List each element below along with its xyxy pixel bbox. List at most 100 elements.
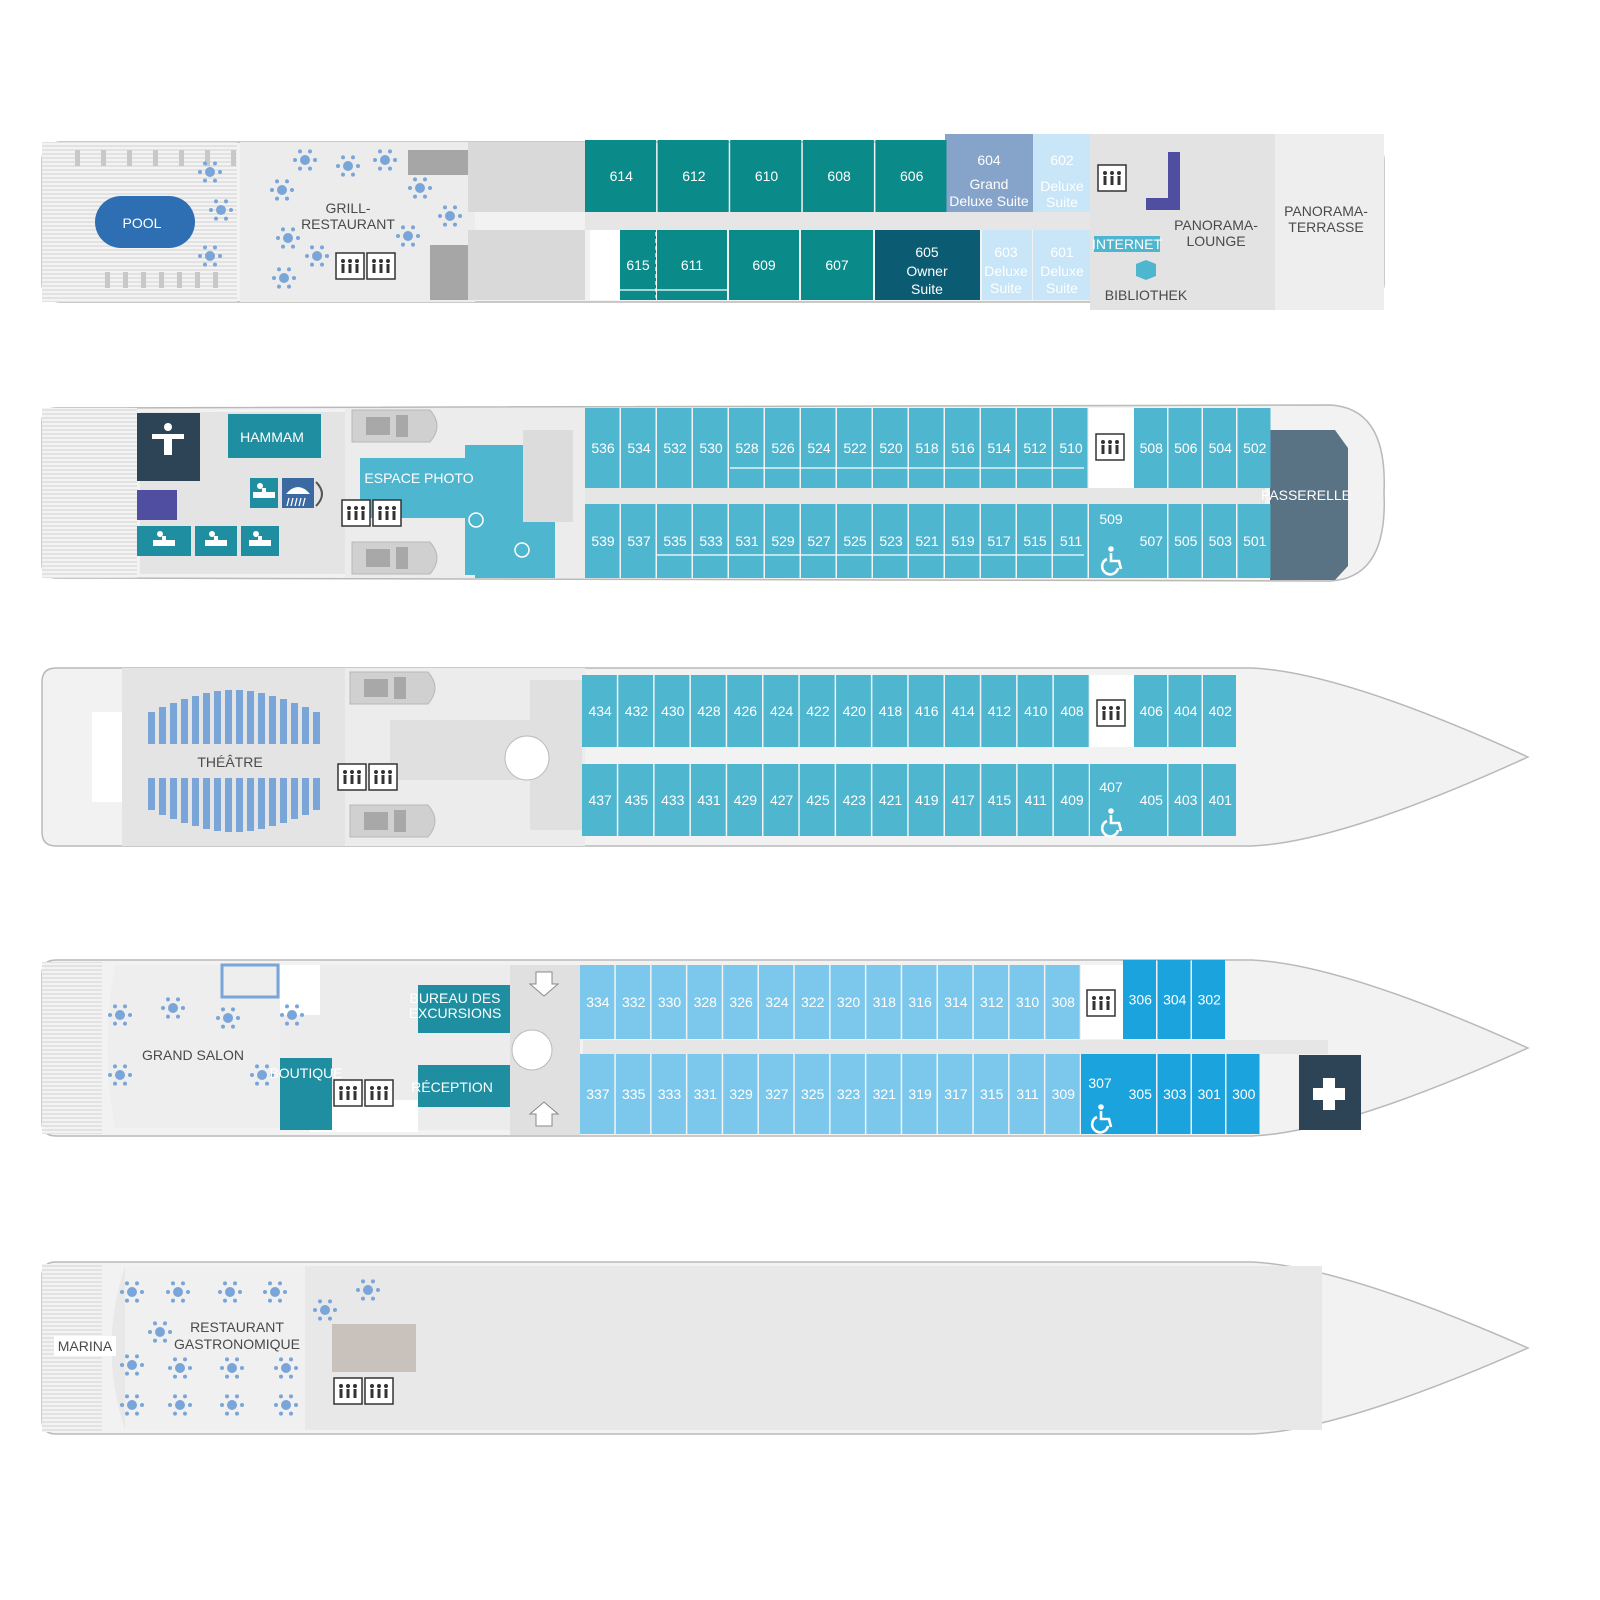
cabin-deck3 [580, 965, 615, 1039]
theatre-seat-row [269, 778, 276, 826]
cabin-deck6 [657, 140, 729, 212]
cabin-number: 318 [873, 994, 897, 1010]
table-chair [161, 1006, 165, 1010]
wheelchair-head [1108, 808, 1114, 814]
lifeboat-cabin [394, 677, 406, 699]
dining-table-icon [336, 155, 360, 177]
stairs-arrow-icon [528, 971, 560, 997]
wheelchair-head [1098, 1104, 1104, 1110]
elevator-person [346, 1389, 350, 1398]
sun-lounger [101, 150, 106, 166]
table-chair [270, 188, 274, 192]
sun-lounger [141, 272, 146, 288]
cabin-deck4 [981, 764, 1017, 836]
dining-table-icon [216, 1007, 240, 1029]
cabin-number: 534 [627, 440, 651, 456]
cabin-number: 414 [951, 703, 975, 719]
elevator-person [385, 506, 389, 510]
table-chair [123, 1064, 127, 1069]
table-chair [287, 267, 291, 272]
cabin-deck4 [1168, 764, 1202, 836]
elevator-person [1099, 996, 1103, 1000]
theatre-seat-row [192, 696, 199, 744]
suite-604-number: 604 [977, 152, 1001, 168]
table-chair [229, 208, 233, 212]
table-chair [289, 1374, 293, 1379]
elevator-person [348, 259, 352, 263]
elevator-person [1106, 996, 1110, 1000]
cabin-number: 405 [1140, 792, 1164, 808]
cabin-number: 528 [735, 440, 759, 456]
cabin-number: 426 [734, 703, 758, 719]
table-chair [235, 1394, 239, 1399]
deck4-atrium [504, 735, 550, 781]
table-chair [289, 1394, 293, 1399]
deck3-atrium [511, 1029, 553, 1071]
table-chair [225, 1357, 229, 1362]
table-chair [423, 177, 427, 182]
elevator-person [339, 1086, 343, 1090]
spa-head [257, 483, 263, 489]
suite-603-number: 603 [994, 244, 1018, 260]
theatre-seat-row [159, 778, 166, 815]
elevator-person [339, 1091, 343, 1100]
cabin-number: 312 [980, 994, 1004, 1010]
theatre-seat-row [313, 712, 320, 744]
table-top [343, 161, 353, 171]
theatre-seat-row [148, 712, 155, 744]
elevator-person [353, 1086, 357, 1090]
cabin-number: 323 [837, 1086, 861, 1102]
cabin-deck5 [1134, 408, 1167, 488]
table-chair [198, 170, 202, 174]
cabin-number: 407 [1099, 779, 1123, 795]
cabin-number: 510 [1059, 440, 1083, 456]
table-chair [265, 1064, 269, 1069]
theatre-seat-row [258, 693, 265, 744]
cabin-deck4 [1168, 675, 1202, 747]
shower-icon [286, 487, 310, 507]
cabin-number: 607 [825, 257, 849, 273]
table-chair [125, 1411, 129, 1416]
suite-602-name: Deluxe [1040, 178, 1084, 194]
table-chair [135, 1354, 139, 1359]
cabin-number: 331 [694, 1086, 718, 1102]
table-chair [123, 1081, 127, 1086]
lifeboat-icon [351, 409, 438, 443]
cabin-deck4 [618, 764, 654, 836]
cabin-deck3 [723, 965, 758, 1039]
cabin-deck5 [1168, 504, 1202, 578]
deck3-corridor [583, 1040, 1328, 1054]
wheelchair-icon [1100, 546, 1123, 576]
spa-table [249, 540, 271, 546]
cabin-number: 334 [586, 994, 610, 1010]
suite-605-name: Suite [911, 281, 943, 297]
cabin-deck5 [837, 408, 872, 488]
sun-lounger [231, 150, 236, 166]
theatre-seat-row [236, 778, 243, 832]
cabin-deck5 [945, 408, 980, 488]
cabin-number: 300 [1232, 1086, 1256, 1102]
lifeboat-icon [351, 541, 438, 575]
cabin-deck4 [836, 675, 871, 747]
elevator-person [379, 264, 383, 273]
excursions-office [418, 985, 510, 1033]
table-chair [290, 188, 294, 192]
cabin-number: 504 [1209, 440, 1233, 456]
cabin-deck5 [873, 504, 908, 578]
table-chair [235, 1411, 239, 1416]
table-chair [168, 1403, 172, 1407]
cabin-deck4 [908, 764, 944, 836]
cabin-deck3 [1009, 965, 1044, 1039]
cabin-number: 516 [951, 440, 975, 456]
passerelle-label: PASSERELLE [1261, 487, 1351, 503]
medical-cross-icon [1313, 1078, 1345, 1110]
table-chair [313, 1308, 317, 1312]
table-chair [198, 254, 202, 258]
elevator-person [361, 506, 365, 510]
table-chair [113, 1021, 117, 1026]
table-chair [341, 155, 345, 160]
espace-photo-label: ESPACE PHOTO [364, 470, 473, 486]
cabin-deck4 [1203, 675, 1236, 747]
table-top [223, 1013, 233, 1023]
shower-drop [298, 497, 302, 507]
